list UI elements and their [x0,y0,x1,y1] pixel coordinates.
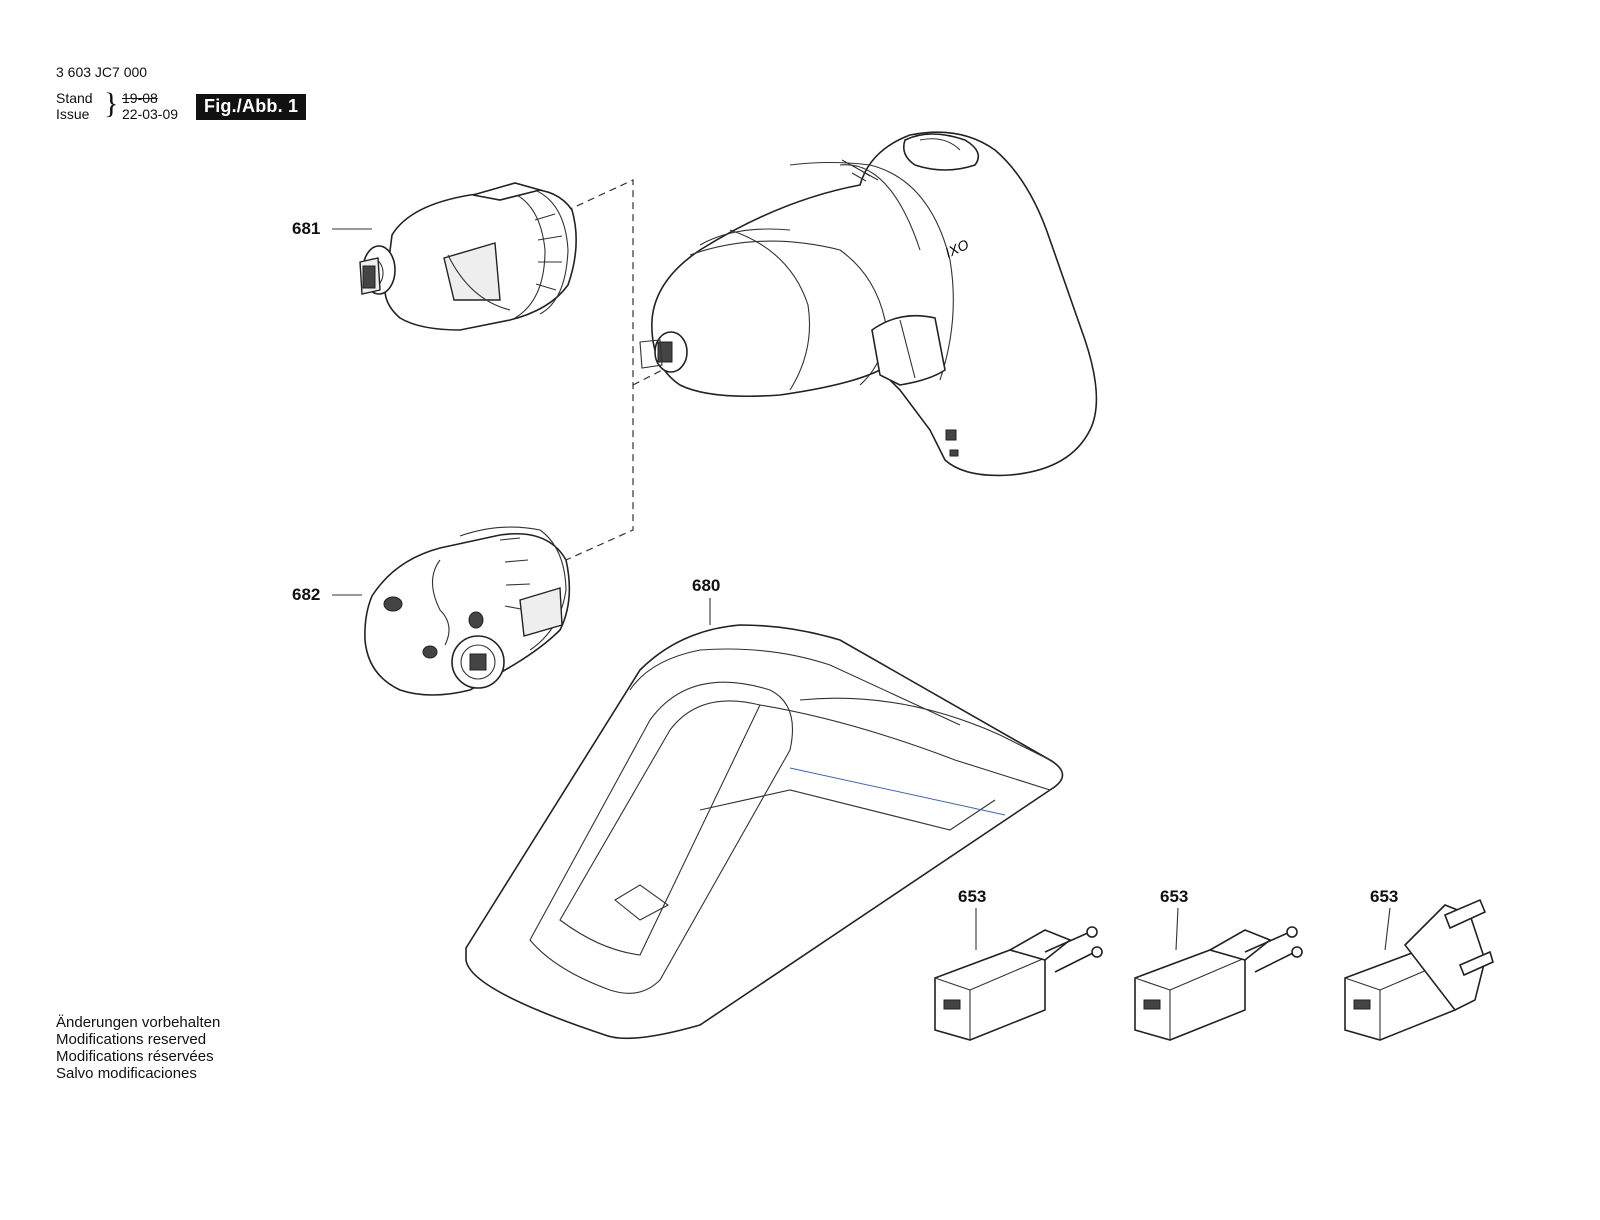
label-682: 682 [292,585,321,604]
note-es: Salvo modificaciones [56,1065,197,1082]
label-653-a: 653 [958,887,987,906]
issue-label: Issue [56,106,90,122]
charger-eu-653-b [1134,926,1303,1041]
stand-label: Stand [56,90,93,106]
old-date: 19-08 [122,90,158,106]
charger-eu-653-a [934,926,1103,1041]
label-653-b: 653 [1160,887,1189,906]
note-fr: Modifications réservées [56,1048,214,1065]
label-680: 680 [692,576,721,595]
new-date: 22-03-09 [122,106,179,122]
label-653-c: 653 [1370,887,1399,906]
leader-lines [332,228,1391,951]
revision-dates: 19-08 22-03-09 [122,90,178,122]
figure-label: Fig./Abb. 1 [196,94,307,120]
assembly-bracket [565,179,671,561]
part-number: 3 603 JC7 000 [56,64,148,80]
note-de: Änderungen vorbehalten [56,1014,221,1031]
note-en: Modifications reserved [56,1031,207,1048]
screwdriver-body: IXO [639,131,1098,477]
angle-adapter-682 [364,526,571,696]
modification-notes: Änderungen vorbehalten Modifications res… [56,1014,220,1082]
brace-symbol: } [104,87,119,120]
stand-issue-labels: Stand Issue [56,90,93,122]
charging-base-680 [465,624,1064,1040]
label-681: 681 [292,219,321,238]
charger-uk-653-c [1344,898,1494,1041]
chuck-adapter-681 [359,182,577,331]
